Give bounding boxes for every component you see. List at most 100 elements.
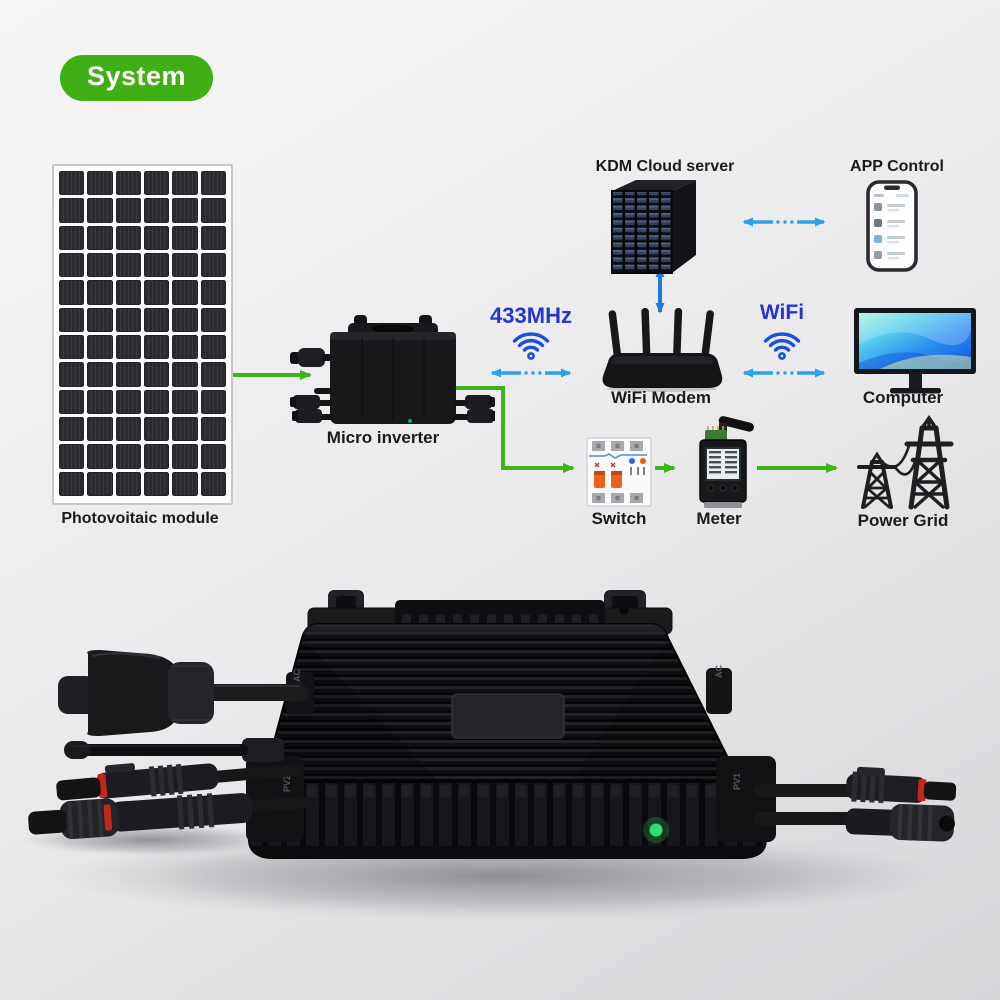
photovoltaic-module-image [52, 164, 233, 505]
pv-cell [59, 417, 85, 442]
pv-cell [115, 444, 141, 469]
product-left-mc4-upper [56, 763, 304, 801]
pv-cell [87, 335, 113, 360]
pv-cell [59, 471, 85, 496]
cloud-server-icon [611, 180, 696, 274]
pv-cell [59, 198, 85, 223]
pv-cell [87, 307, 113, 332]
wifi-signal-icon-wifi [763, 332, 801, 360]
pv-cell [87, 471, 113, 496]
switch-icon [586, 437, 652, 507]
phone-app-rows [874, 203, 905, 260]
pv-cell [200, 171, 226, 196]
pv-cell [115, 171, 141, 196]
port-label-pv2: PV2 [282, 775, 292, 792]
power-grid-icon [857, 415, 954, 510]
app-control-label: APP Control [850, 158, 944, 175]
pv-cell [87, 198, 113, 223]
pv-cell [115, 389, 141, 414]
computer-icon [854, 308, 976, 394]
app-control-phone-icon [866, 180, 918, 272]
product-left-mc4-lower [28, 793, 314, 840]
pv-cell [115, 253, 141, 278]
pv-cell [87, 171, 113, 196]
pv-cell [87, 280, 113, 305]
meter-antenna [718, 416, 754, 432]
led-indicator [649, 823, 663, 837]
pv-cell [144, 471, 170, 496]
pv-cell [200, 225, 226, 250]
pv-cell [200, 280, 226, 305]
pv-cell [87, 225, 113, 250]
port-label-pv1: PV1 [732, 773, 742, 790]
rf-433mhz-label: 433MHz [490, 303, 572, 328]
switch-label: Switch [591, 509, 647, 528]
pv-cell [172, 417, 198, 442]
inverter-right-mc4 [454, 395, 495, 423]
pv-cell [144, 335, 170, 360]
wifi-modem-icon [602, 308, 723, 392]
pv-cell [172, 171, 198, 196]
pv-cell [172, 225, 198, 250]
pv-cell [172, 253, 198, 278]
system-badge: System [60, 55, 214, 101]
pv-cell [59, 171, 85, 196]
pv-cell [59, 307, 85, 332]
pv-cell [172, 471, 198, 496]
pv-cell [144, 198, 170, 223]
pv-cell [172, 389, 198, 414]
wifi-link-label: WiFi [759, 301, 805, 324]
pv-cell [59, 253, 85, 278]
wifi-signal-icon-433 [512, 332, 550, 360]
power-grid-label: Power Grid [857, 511, 949, 530]
micro-inverter-icon [290, 315, 495, 424]
pv-cell [144, 253, 170, 278]
pv-cell [87, 389, 113, 414]
pv-cell [87, 253, 113, 278]
pv-cell [59, 225, 85, 250]
pv-cell [144, 362, 170, 387]
meter-label: Meter [696, 509, 742, 528]
pv-cell [144, 417, 170, 442]
product-right-mc4-lower [845, 803, 955, 842]
inverter-left-mc4 [290, 395, 332, 423]
pv-cell [115, 280, 141, 305]
phone-notch [884, 185, 900, 190]
meter-icon [699, 416, 754, 508]
pv-cell [200, 198, 226, 223]
pv-cell [200, 253, 226, 278]
meter-buttons [707, 484, 739, 492]
wifi-modem-label: WiFi Modem [611, 388, 711, 407]
pv-cell [115, 362, 141, 387]
pv-cell [59, 280, 85, 305]
pv-cell [144, 307, 170, 332]
monitor-stand [909, 374, 922, 388]
cloud-server-label: KDM Cloud server [595, 158, 735, 175]
pv-cell [144, 225, 170, 250]
inverter-stub [314, 388, 332, 394]
pv-cell [172, 307, 198, 332]
pv-cell [144, 444, 170, 469]
pv-cell [59, 389, 85, 414]
pv-cell-grid [59, 171, 226, 496]
product-right-mc4-upper [845, 766, 957, 804]
pv-cell [200, 444, 226, 469]
product-antenna [64, 738, 284, 762]
switch-toggles [594, 471, 622, 488]
modem-antennas [608, 308, 714, 359]
pv-cell [200, 471, 226, 496]
pv-cell [200, 335, 226, 360]
product-body: AC PV2 AC PV1 [246, 623, 776, 859]
pv-cell [115, 307, 141, 332]
pv-cell [200, 307, 226, 332]
pv-cell [115, 417, 141, 442]
pv-cell [144, 280, 170, 305]
micro-inverter-label: Micro inverter [326, 428, 440, 447]
micro-inverter-product-photo: AC PV2 AC PV1 [20, 590, 957, 920]
pv-cell [87, 362, 113, 387]
pv-cell [200, 417, 226, 442]
pv-cell [115, 335, 141, 360]
pv-cell [172, 362, 198, 387]
pv-cell [115, 471, 141, 496]
